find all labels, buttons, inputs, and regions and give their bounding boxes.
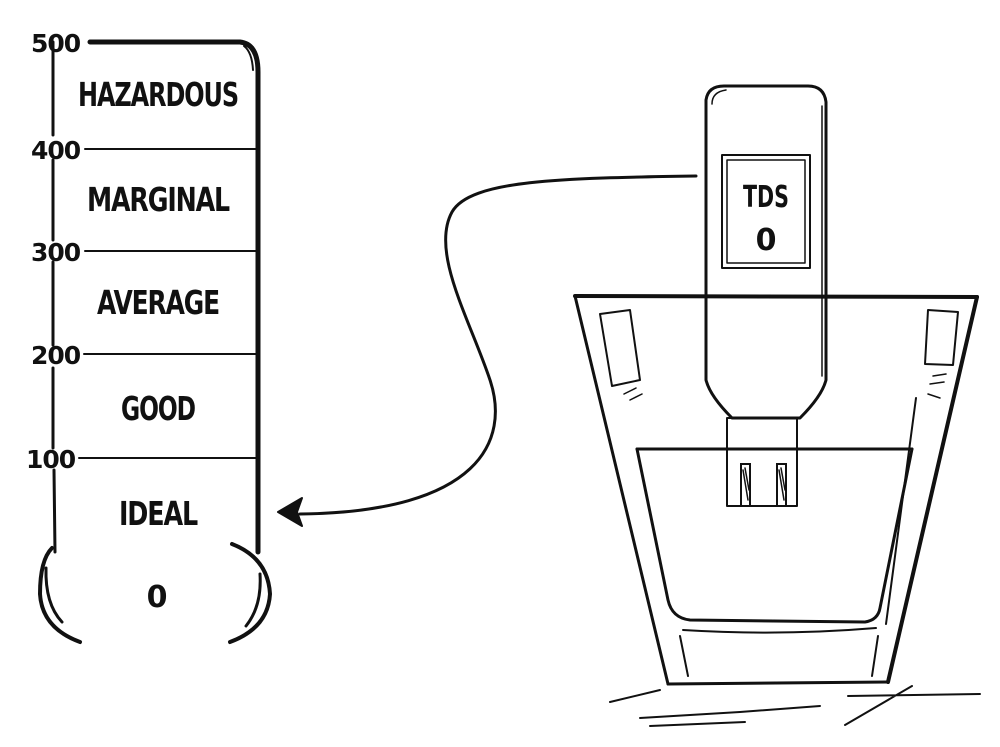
tick-label-300: 300	[31, 238, 81, 267]
tick-label-100: 100	[26, 445, 76, 474]
water-body	[635, 447, 914, 624]
tick-label-200: 200	[31, 341, 81, 370]
scale-bulb	[38, 542, 272, 644]
arrow-head-icon	[277, 497, 303, 527]
band-label-good: GOOD	[121, 389, 195, 428]
glass-rim	[573, 294, 979, 299]
tds-meter: TDS 0	[704, 84, 828, 507]
band-label-average: AVERAGE	[97, 283, 219, 322]
meter-body	[704, 84, 828, 420]
scale-left-wall	[51, 40, 57, 554]
bulb-label: 0	[147, 580, 168, 615]
glass-reflection-left	[599, 309, 641, 387]
band-label-marginal: MARGINAL	[87, 180, 230, 219]
glass-reflection-right	[924, 309, 959, 366]
pointer-arrow	[277, 174, 698, 527]
scale-right-wall	[87, 39, 261, 555]
glass-left-side	[573, 294, 670, 686]
glass-right-side	[886, 295, 979, 684]
band-label-ideal: IDEAL	[119, 494, 198, 533]
tds-scale: 500 400 300 200 100 HAZARDOUS MARGINAL A…	[26, 29, 272, 644]
glass-base	[666, 680, 890, 686]
band-label-hazardous: HAZARDOUS	[78, 75, 238, 114]
meter-probe	[726, 417, 798, 507]
meter-display	[721, 154, 811, 269]
meter-title: TDS	[743, 180, 789, 215]
tick-label-400: 400	[31, 136, 81, 165]
meter-reading: 0	[756, 223, 777, 258]
tick-label-500: 500	[31, 29, 81, 58]
surface-shadow	[609, 685, 981, 727]
water-glass	[573, 294, 981, 727]
